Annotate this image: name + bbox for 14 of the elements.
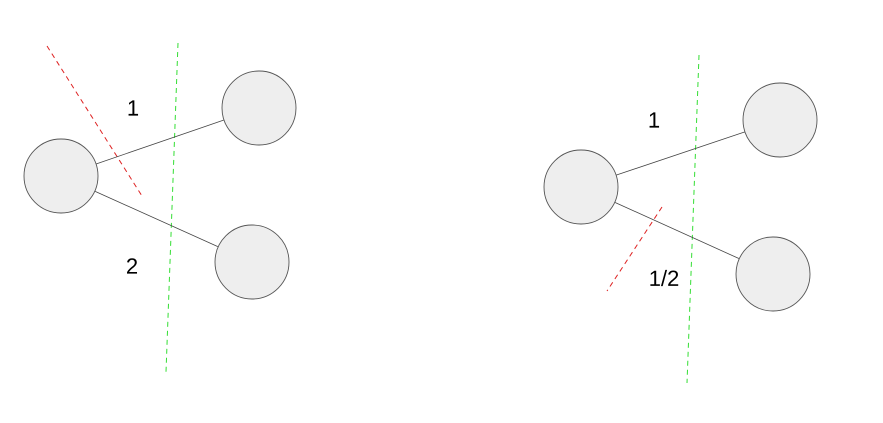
edge-label: 1 bbox=[646, 111, 662, 129]
circle-node bbox=[736, 236, 810, 312]
circle-node bbox=[222, 70, 296, 146]
edge-line bbox=[614, 202, 740, 259]
edge-label: 2 bbox=[124, 257, 140, 275]
circle-node bbox=[24, 138, 98, 214]
circle-node bbox=[742, 82, 818, 158]
edge-line bbox=[616, 132, 745, 176]
circle-node bbox=[214, 224, 290, 300]
circle-node bbox=[544, 150, 618, 224]
edge-line bbox=[94, 190, 218, 248]
edge-line bbox=[96, 120, 224, 164]
edge-label: 1/2 bbox=[648, 268, 680, 288]
edge-label: 1 bbox=[126, 99, 140, 117]
